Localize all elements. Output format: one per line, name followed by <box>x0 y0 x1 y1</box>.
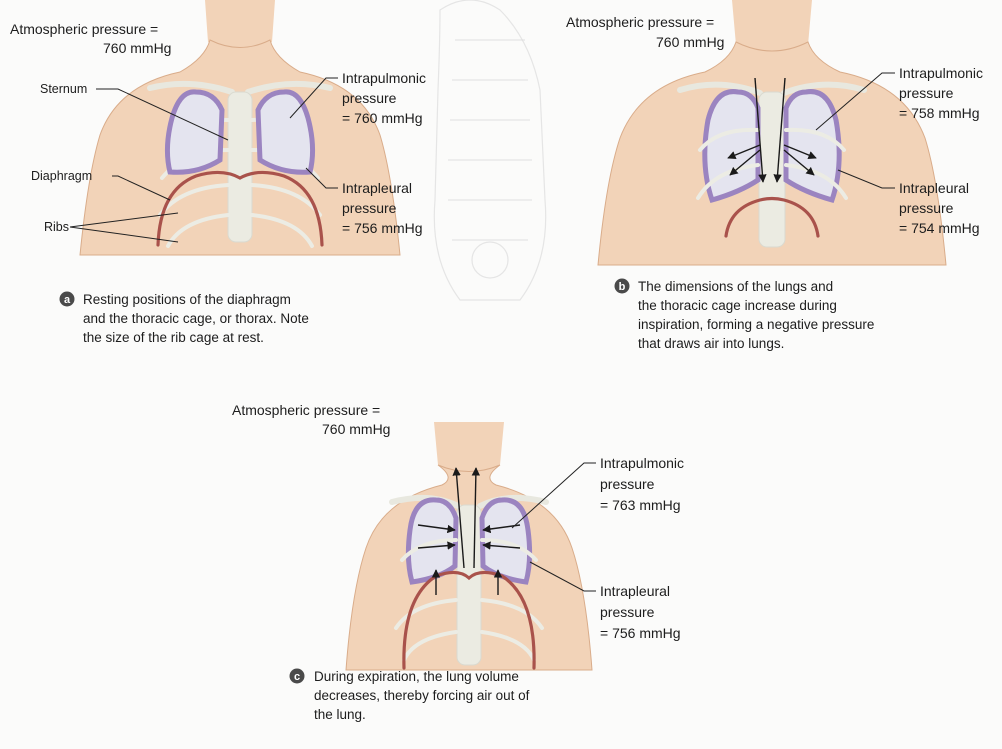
svg-text:During expiration, the lung vo: During expiration, the lung volume <box>314 669 519 684</box>
panel-c: Atmospheric pressure = 760 mmHg Intrapul… <box>232 402 684 722</box>
intrapleural-label-c: Intrapleural pressure = 756 mmHg <box>600 583 681 641</box>
atm-pressure-label-b: Atmospheric pressure = <box>566 14 714 30</box>
svg-text:the thoracic cage increase dur: the thoracic cage increase during <box>638 298 837 313</box>
svg-text:= 758 mmHg: = 758 mmHg <box>899 105 980 121</box>
svg-text:The dimensions of the lungs an: The dimensions of the lungs and <box>638 279 833 294</box>
svg-text:inspiration, forming a negativ: inspiration, forming a negative pressure <box>638 317 874 332</box>
intrapleural-label-a: Intrapleural pressure = 756 mmHg <box>342 180 423 236</box>
svg-text:the lung.: the lung. <box>314 707 366 722</box>
atm-pressure-label-a: Atmospheric pressure = <box>10 21 158 37</box>
sternum-label: Sternum <box>40 82 87 96</box>
svg-text:pressure: pressure <box>342 90 397 106</box>
svg-text:Intrapleural: Intrapleural <box>899 180 969 196</box>
atm-pressure-value-b: 760 mmHg <box>656 34 724 50</box>
caption-b: The dimensions of the lungs and the thor… <box>638 279 874 351</box>
diaphragm-label: Diaphragm <box>31 169 92 183</box>
svg-text:= 754 mmHg: = 754 mmHg <box>899 220 980 236</box>
svg-text:pressure: pressure <box>899 85 954 101</box>
watermark-emblem <box>434 0 545 300</box>
svg-text:pressure: pressure <box>899 200 954 216</box>
svg-text:Resting positions of the diaph: Resting positions of the diaphragm <box>83 292 291 307</box>
svg-text:Intrapulmonic: Intrapulmonic <box>899 65 983 81</box>
caption-c: During expiration, the lung volume decre… <box>314 669 530 722</box>
atm-pressure-value-a: 760 mmHg <box>103 40 171 56</box>
intrapulmonic-label-a: Intrapulmonic pressure = 760 mmHg <box>342 70 426 126</box>
svg-text:= 760 mmHg: = 760 mmHg <box>342 110 423 126</box>
svg-text:b: b <box>619 281 626 293</box>
svg-text:and the thoracic cage, or thor: and the thoracic cage, or thorax. Note <box>83 311 309 326</box>
svg-text:pressure: pressure <box>342 200 397 216</box>
panel-b: Atmospheric pressure = 760 mmHg Intrapul… <box>566 0 983 351</box>
svg-text:= 756 mmHg: = 756 mmHg <box>342 220 423 236</box>
atm-pressure-label-c: Atmospheric pressure = <box>232 402 380 418</box>
svg-text:Intrapulmonic: Intrapulmonic <box>600 455 684 471</box>
torso-figure-a <box>80 0 400 255</box>
caption-a: Resting positions of the diaphragm and t… <box>83 292 309 345</box>
svg-text:that draws air into lungs.: that draws air into lungs. <box>638 336 784 351</box>
ribs-label: Ribs <box>44 220 69 234</box>
svg-text:c: c <box>294 671 300 683</box>
badge-a: a <box>60 292 75 307</box>
badge-c: c <box>290 669 305 684</box>
svg-text:= 756 mmHg: = 756 mmHg <box>600 625 681 641</box>
svg-text:Intrapulmonic: Intrapulmonic <box>342 70 426 86</box>
panel-a: Atmospheric pressure = 760 mmHg Sternum … <box>10 0 426 345</box>
intrapleural-label-b: Intrapleural pressure = 754 mmHg <box>899 180 980 236</box>
intrapulmonic-label-b: Intrapulmonic pressure = 758 mmHg <box>899 65 983 121</box>
svg-text:pressure: pressure <box>600 604 655 620</box>
badge-b: b <box>615 279 630 294</box>
torso-figure-b <box>598 0 946 265</box>
torso-figure-c <box>346 422 592 670</box>
svg-text:the size of the rib cage at re: the size of the rib cage at rest. <box>83 330 264 345</box>
svg-text:Intrapleural: Intrapleural <box>342 180 412 196</box>
svg-text:pressure: pressure <box>600 476 655 492</box>
svg-text:decreases, thereby forcing air: decreases, thereby forcing air out of <box>314 688 530 703</box>
svg-text:Intrapleural: Intrapleural <box>600 583 670 599</box>
svg-text:a: a <box>64 294 71 306</box>
svg-text:= 763 mmHg: = 763 mmHg <box>600 497 681 513</box>
intrapulmonic-label-c: Intrapulmonic pressure = 763 mmHg <box>600 455 684 513</box>
atm-pressure-value-c: 760 mmHg <box>322 421 390 437</box>
